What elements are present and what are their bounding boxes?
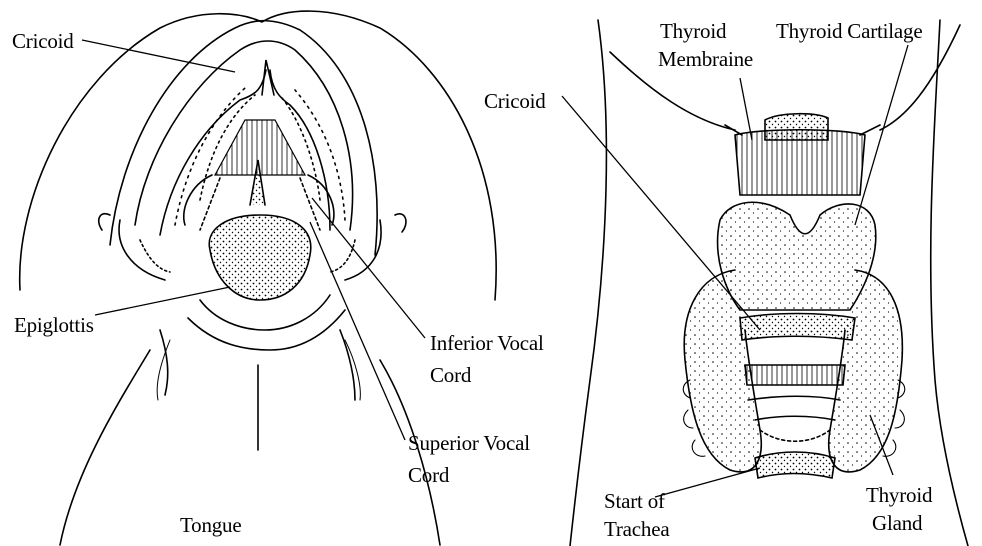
label-thyroid-membrane: Thyroid Membraine <box>658 18 753 72</box>
label-thyroid-gland-line1: Thyroid <box>866 482 932 508</box>
label-inferior-vocal-cord-line2: Cord <box>430 362 544 388</box>
label-thyroid-cartilage: Thyroid Cartilage <box>776 18 922 44</box>
trachea-start <box>755 452 835 478</box>
label-epiglottis-text: Epiglottis <box>14 312 94 338</box>
label-thyroid-gland: Thyroid Gland <box>866 482 932 536</box>
label-start-of-trachea-line2: Trachea <box>604 516 669 542</box>
label-cricoid-left-text: Cricoid <box>12 28 74 54</box>
label-tongue-text: Tongue <box>180 512 241 538</box>
neck-right-edge <box>931 20 968 546</box>
label-cricoid-right-text: Cricoid <box>484 88 546 114</box>
label-superior-vocal-cord: Superior Vocal Cord <box>408 430 530 488</box>
label-epiglottis: Epiglottis <box>14 312 94 338</box>
label-superior-vocal-cord-line1: Superior Vocal <box>408 430 530 456</box>
label-superior-vocal-cord-line2: Cord <box>408 462 530 488</box>
label-cricoid-left: Cricoid <box>12 28 74 54</box>
label-inferior-vocal-cord-line1: Inferior Vocal <box>430 330 544 356</box>
label-thyroid-membrane-line2: Membraine <box>658 46 753 72</box>
neck-left-edge <box>570 20 606 546</box>
label-thyroid-cartilage-text: Thyroid Cartilage <box>776 18 922 44</box>
vocal-cords <box>215 120 305 175</box>
label-cricoid-right: Cricoid <box>484 88 546 114</box>
label-thyroid-membrane-line1: Thyroid <box>658 18 753 44</box>
label-tongue: Tongue <box>180 512 241 538</box>
label-inferior-vocal-cord: Inferior Vocal Cord <box>430 330 544 388</box>
label-start-of-trachea-line1: Start of <box>604 488 669 514</box>
label-start-of-trachea: Start of Trachea <box>604 488 669 542</box>
epiglottis-shape <box>209 215 311 300</box>
neck-view <box>570 20 968 546</box>
thyroid-membrane <box>735 130 865 195</box>
label-thyroid-gland-line2: Gland <box>866 510 932 536</box>
